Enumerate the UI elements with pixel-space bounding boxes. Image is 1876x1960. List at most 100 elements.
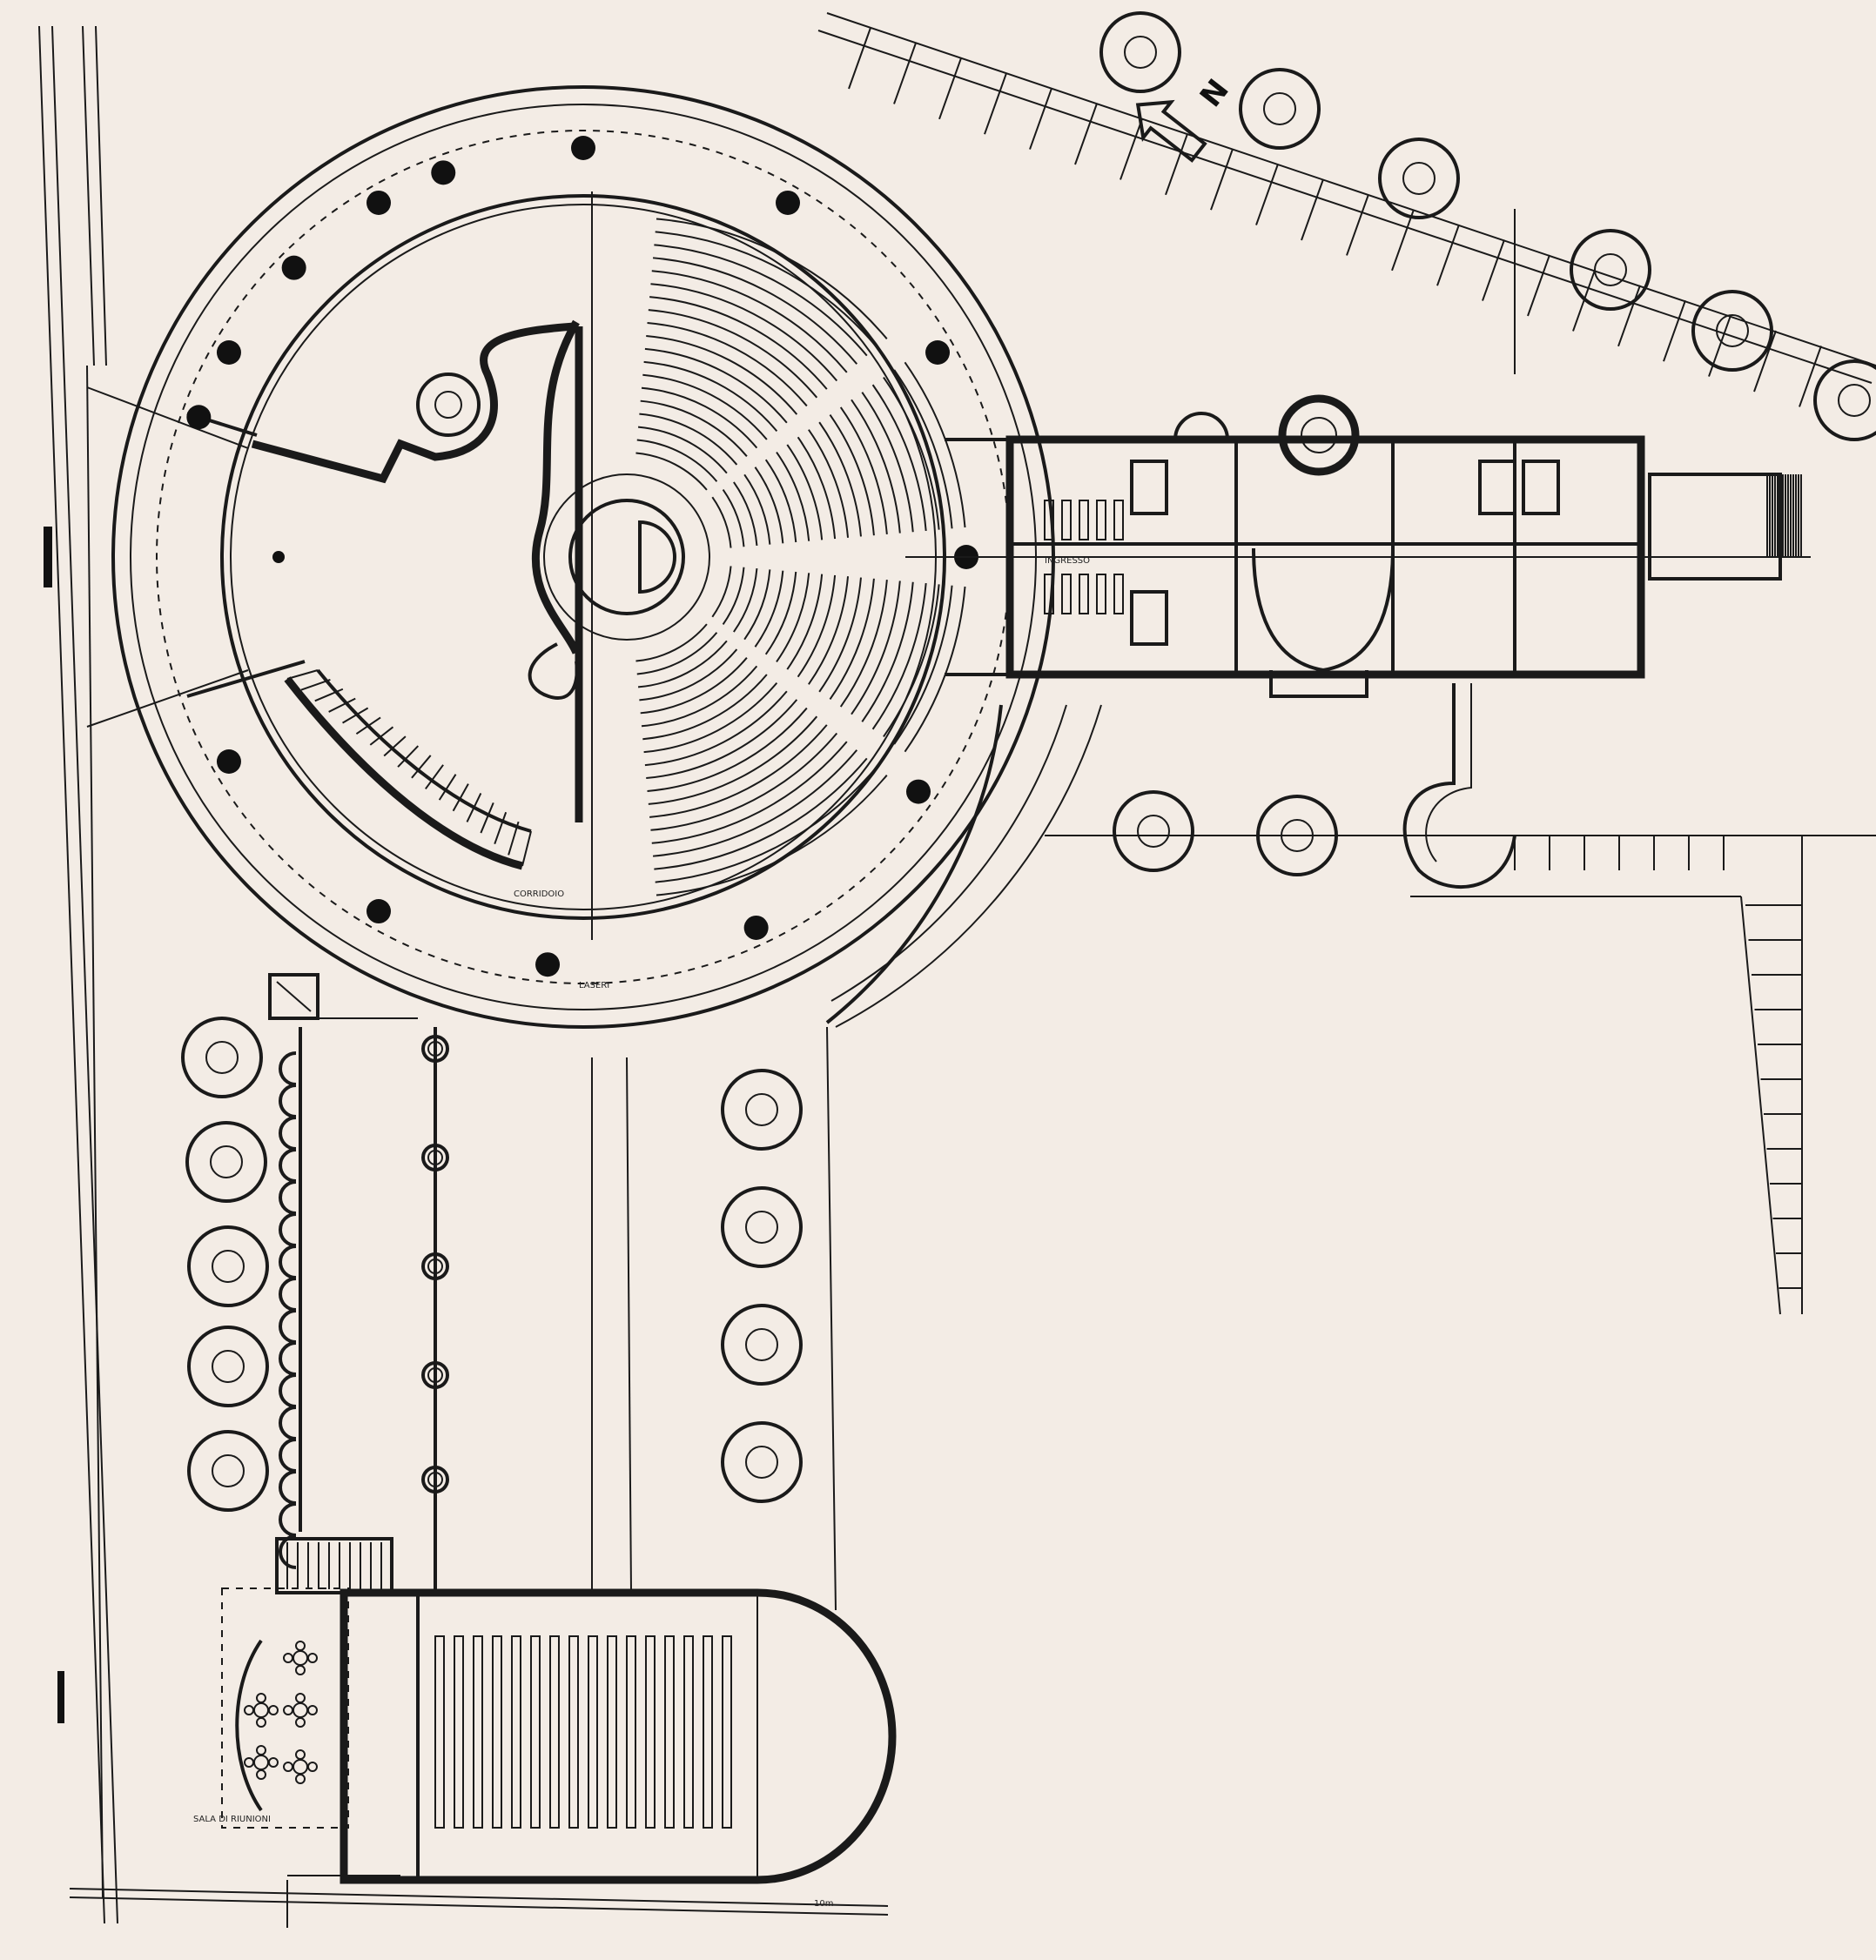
- tree: [1239, 68, 1321, 150]
- column: [571, 136, 595, 160]
- bench: [1079, 500, 1089, 540]
- desk: [664, 1635, 675, 1829]
- seating-row: [776, 451, 810, 541]
- parking-stripe: [1074, 103, 1098, 165]
- post: [421, 1252, 449, 1280]
- tree-canopy: [205, 1041, 239, 1074]
- seating-row: [641, 386, 758, 449]
- arch: [279, 1438, 297, 1473]
- seating-row: [652, 257, 858, 365]
- entrance-label: LASERI: [579, 981, 609, 990]
- seating-row: [646, 334, 798, 415]
- seating-row: [743, 473, 771, 545]
- east-wing: [905, 394, 1811, 698]
- stair-tread: [438, 774, 457, 801]
- column: [272, 551, 285, 563]
- stair-tread: [411, 755, 432, 779]
- seating-row: [743, 569, 771, 641]
- tree-canopy: [212, 1250, 245, 1283]
- seating-row: [893, 585, 953, 745]
- tree-canopy: [1263, 92, 1296, 125]
- column: [925, 340, 951, 365]
- seating-row: [839, 580, 888, 708]
- seating-row: [640, 657, 748, 715]
- desk: [645, 1635, 656, 1829]
- stair-tread: [369, 726, 394, 746]
- tree: [1378, 138, 1460, 219]
- post: [421, 1144, 449, 1171]
- seating-row: [851, 581, 901, 715]
- arch: [279, 1148, 297, 1183]
- seating-row: [722, 488, 745, 547]
- parking-stripe: [1165, 133, 1188, 196]
- chair: [283, 1705, 293, 1715]
- seating-row: [637, 640, 728, 688]
- tree-canopy: [1124, 36, 1157, 69]
- table: [292, 1650, 308, 1666]
- seating-row: [733, 481, 758, 547]
- bench: [1113, 500, 1124, 540]
- desk: [703, 1635, 713, 1829]
- seating-row: [733, 567, 758, 633]
- tree-canopy: [1281, 819, 1314, 852]
- seating-row: [654, 757, 868, 870]
- column: [366, 899, 391, 924]
- stair-tread: [300, 678, 331, 691]
- arch: [279, 1212, 297, 1247]
- column: [186, 405, 212, 430]
- seating-row: [871, 384, 927, 532]
- east-parking: [1045, 683, 1876, 1315]
- column: [366, 190, 391, 215]
- arcade-arcs: [591, 704, 1102, 1611]
- stair-tread: [342, 707, 369, 724]
- chair: [295, 1749, 306, 1760]
- arch: [279, 1277, 297, 1312]
- seating-row: [711, 496, 732, 548]
- seating-row: [639, 648, 738, 701]
- chair: [268, 1757, 279, 1768]
- desk: [434, 1635, 445, 1829]
- arch: [279, 1051, 297, 1086]
- post: [421, 1361, 449, 1389]
- parking-stripe: [1482, 239, 1505, 301]
- parking-top: [817, 12, 1876, 407]
- site-boundary-left: [38, 25, 889, 1924]
- chair: [268, 1705, 279, 1715]
- post: [421, 1466, 449, 1493]
- seating-row: [635, 623, 708, 662]
- seating-row: [754, 570, 784, 648]
- chair: [295, 1717, 306, 1728]
- parking-stripe: [984, 72, 1007, 135]
- parking-stripe: [938, 57, 962, 120]
- chair: [295, 1774, 306, 1784]
- stair-tread: [397, 745, 420, 768]
- desk: [454, 1635, 464, 1829]
- seating-row: [637, 426, 728, 474]
- seating-row: [650, 732, 838, 831]
- arch: [279, 1470, 297, 1505]
- chair: [295, 1693, 306, 1703]
- seating-row: [861, 581, 914, 722]
- chair: [283, 1762, 293, 1772]
- seating-row: [655, 766, 878, 883]
- seating-row: [722, 567, 745, 626]
- chair: [307, 1762, 318, 1772]
- seating-row: [839, 406, 888, 534]
- tree: [721, 1186, 803, 1268]
- seating-row: [643, 360, 778, 433]
- parking-stripe: [1255, 164, 1279, 225]
- bench: [1113, 574, 1124, 614]
- desk: [511, 1635, 521, 1829]
- table: [253, 1702, 269, 1718]
- chair: [295, 1641, 306, 1651]
- tree-canopy: [745, 1093, 778, 1126]
- bench: [1096, 574, 1106, 614]
- chair: [256, 1717, 266, 1728]
- desk: [492, 1635, 502, 1829]
- tree: [1813, 359, 1876, 441]
- seating-row: [851, 399, 901, 534]
- chair: [307, 1653, 318, 1663]
- tree-canopy: [745, 1446, 778, 1479]
- desk: [626, 1635, 636, 1829]
- tree-canopy: [212, 1350, 245, 1383]
